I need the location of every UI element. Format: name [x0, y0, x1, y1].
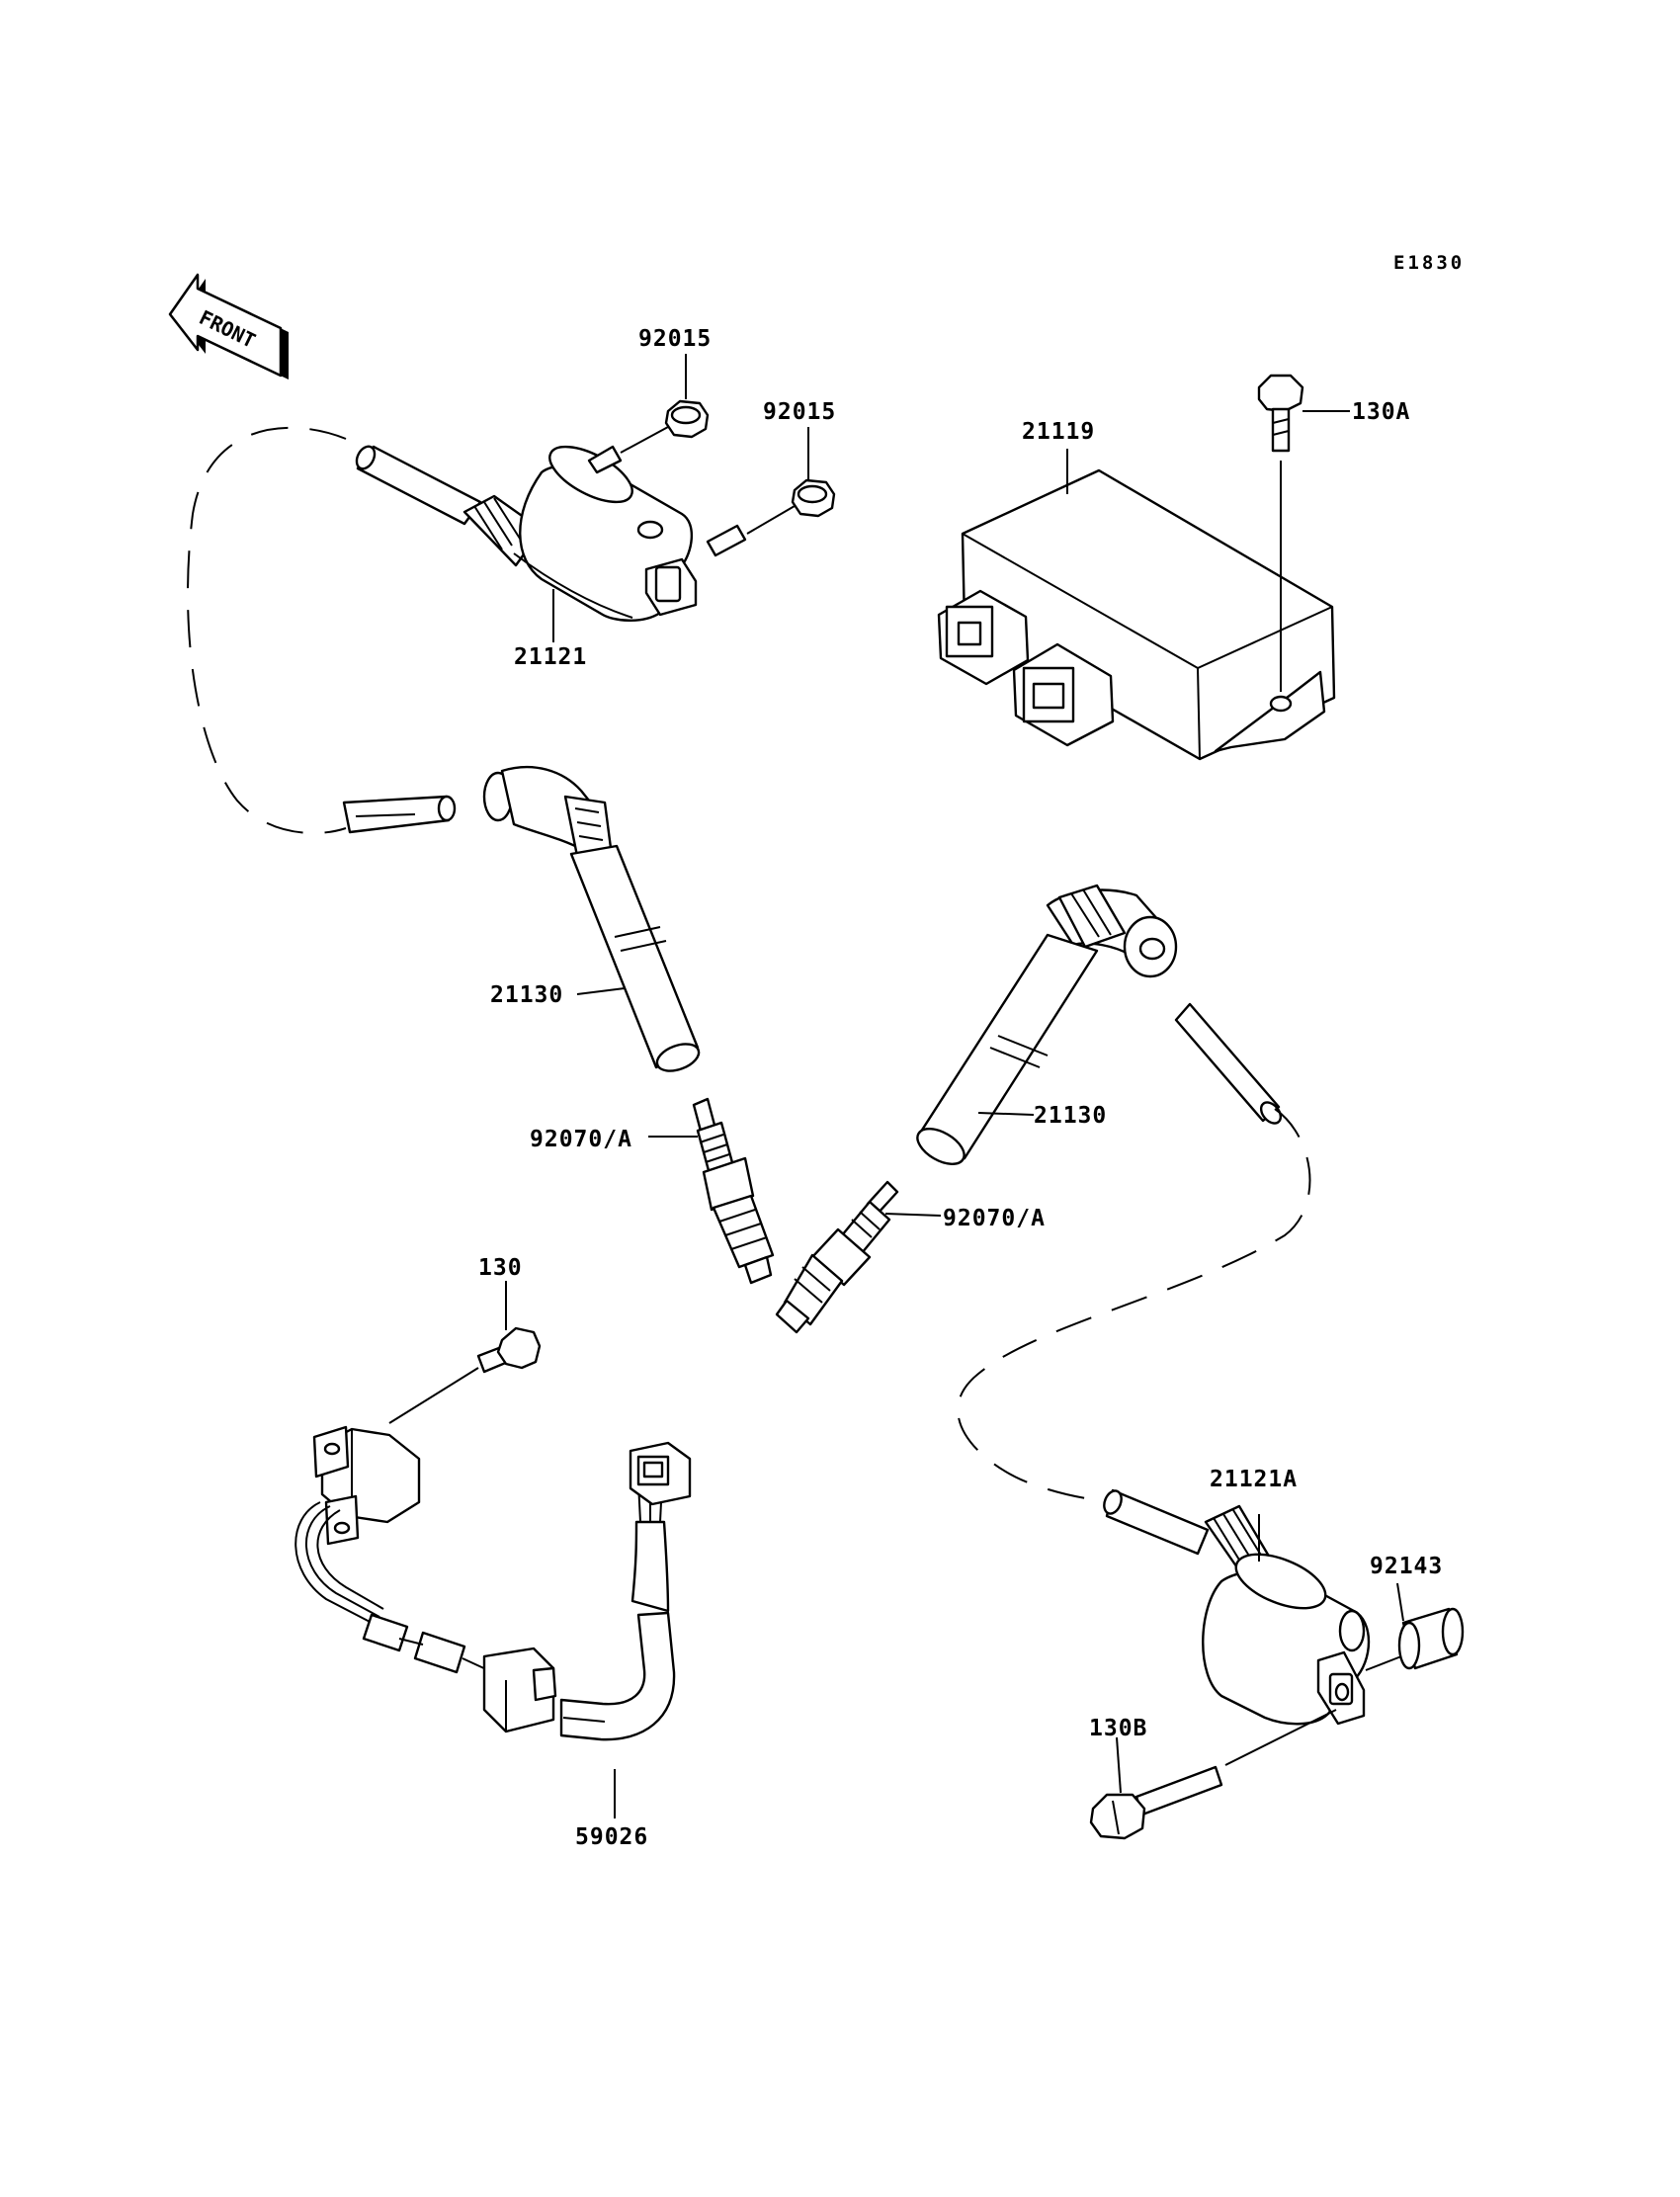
ht-lead-right-bottom — [1103, 1488, 1210, 1556]
callout-spark-plug-left: 92070/A — [530, 1127, 632, 1152]
callout-bolt-130b: 130B — [1089, 1716, 1147, 1741]
callout-pickup-coil-harness: 59026 — [575, 1824, 648, 1850]
callout-spark-plug-right: 92070/A — [943, 1206, 1046, 1231]
nut-right — [791, 478, 836, 518]
diagram-code: E1830 — [1393, 252, 1465, 274]
front-arrow-icon: FRONT — [168, 273, 289, 380]
bolt-130 — [476, 1326, 542, 1374]
spark-plug-left — [692, 1097, 775, 1285]
callout-bolt-130: 130 — [478, 1255, 523, 1281]
callout-plug-cap-left: 21130 — [490, 982, 563, 1008]
nut-left — [664, 399, 710, 439]
pickup-coil-harness — [294, 1425, 692, 1741]
plug-cap-left — [482, 765, 701, 1072]
callout-nut-left: 92015 — [638, 326, 712, 352]
spark-plug-right — [775, 1180, 899, 1334]
callout-collar: 92143 — [1370, 1554, 1443, 1579]
bolt-130b — [1089, 1765, 1223, 1840]
ht-lead-right — [1174, 1002, 1283, 1125]
ignition-coil-left — [355, 445, 747, 622]
ignitor — [937, 468, 1336, 761]
callout-ignition-coil-right: 21121A — [1210, 1467, 1298, 1492]
callout-ignitor: 21119 — [1022, 419, 1095, 445]
callout-plug-cap-right: 21130 — [1034, 1103, 1107, 1129]
ignition-coil-right — [1202, 1504, 1371, 1726]
plug-cap-right — [916, 884, 1178, 1165]
callout-nut-right: 92015 — [763, 399, 836, 425]
collar — [1397, 1607, 1465, 1670]
callout-ignition-coil-left: 21121 — [514, 644, 587, 670]
ht-lead-left — [342, 795, 457, 834]
callout-bolt-130a: 130A — [1352, 399, 1410, 425]
bolt-130a — [1257, 374, 1304, 453]
